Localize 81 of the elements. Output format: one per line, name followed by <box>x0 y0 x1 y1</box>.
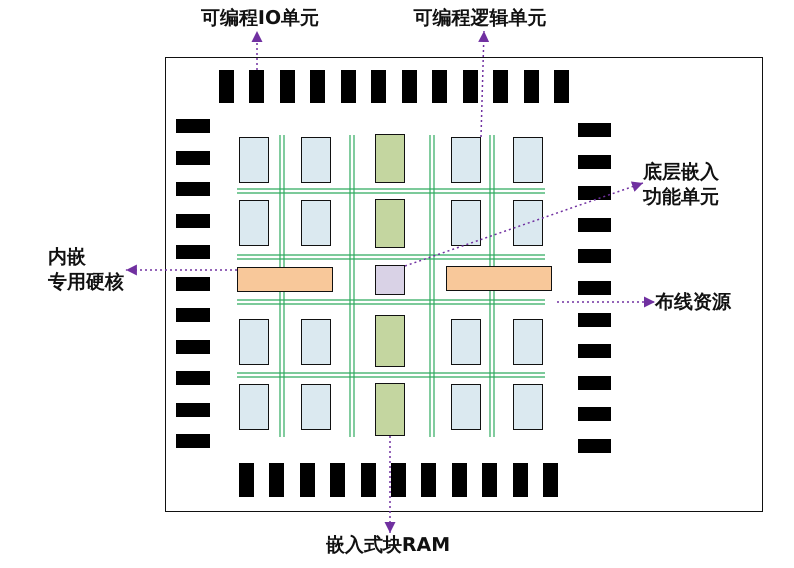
callout-label: 内嵌专用硬核 <box>48 245 126 295</box>
io-pad <box>310 70 326 103</box>
hard-core-block <box>446 266 552 291</box>
io-pad <box>176 214 210 228</box>
io-pad <box>300 463 315 497</box>
logic-block <box>451 200 481 246</box>
callout-label: 可编程IO单元 <box>200 6 320 31</box>
io-pad <box>269 463 284 497</box>
io-pad <box>543 463 558 497</box>
logic-block <box>301 200 331 246</box>
ram-block <box>375 134 405 183</box>
logic-block <box>451 384 481 430</box>
io-pad <box>371 70 386 103</box>
io-pad <box>524 70 538 103</box>
io-pad <box>391 463 406 497</box>
logic-block <box>513 137 543 183</box>
logic-block <box>513 319 543 365</box>
io-pad <box>176 371 210 385</box>
io-pad <box>578 218 611 232</box>
leader-arrow <box>557 296 655 308</box>
io-pad <box>578 312 611 327</box>
io-pad <box>176 308 210 322</box>
logic-block <box>301 137 331 183</box>
io-pad <box>176 182 210 196</box>
io-pad <box>176 276 210 290</box>
io-pad <box>578 154 611 169</box>
io-pad <box>176 150 210 164</box>
ram-block <box>375 383 405 436</box>
io-pad <box>249 70 264 103</box>
io-pad <box>340 70 356 103</box>
io-pad <box>578 123 611 137</box>
io-pad <box>554 70 569 103</box>
logic-block <box>451 319 481 365</box>
callout-label: 嵌入式块RAM <box>326 533 450 558</box>
io-pad <box>239 463 254 497</box>
leader-arrow <box>384 436 396 533</box>
leader-arrow <box>252 31 262 70</box>
io-pad <box>176 434 210 448</box>
ram-block <box>375 199 405 248</box>
io-pad <box>421 463 436 497</box>
io-pad <box>360 463 376 497</box>
function-block <box>375 265 405 295</box>
io-pad <box>402 70 417 103</box>
ram-block <box>375 315 405 367</box>
callout-label: 底层嵌入功能单元 <box>643 160 721 210</box>
io-pad <box>578 439 611 453</box>
io-pad <box>330 463 346 497</box>
io-pad <box>176 245 210 259</box>
callout-label: 布线资源 <box>655 290 731 315</box>
logic-block <box>239 384 269 430</box>
chip-outline <box>165 57 763 512</box>
leader-arrow <box>478 30 490 138</box>
leader-arrow <box>404 181 644 267</box>
io-pad <box>219 70 234 103</box>
logic-block <box>301 384 331 430</box>
io-pad <box>176 119 210 133</box>
logic-block <box>451 137 481 183</box>
io-pad <box>578 186 611 200</box>
io-pad <box>462 70 478 103</box>
logic-block <box>239 319 269 365</box>
hard-core-block <box>237 267 333 292</box>
logic-block <box>513 384 543 430</box>
logic-block <box>239 200 269 246</box>
io-pad <box>493 70 508 103</box>
leader-arrow <box>126 264 237 276</box>
logic-block <box>301 319 331 365</box>
io-pad <box>578 376 611 390</box>
io-pad <box>432 70 448 103</box>
io-pad <box>176 402 210 416</box>
io-pad <box>578 344 611 358</box>
io-pad <box>482 463 498 497</box>
io-pad <box>176 340 210 354</box>
logic-block <box>513 200 543 246</box>
io-pad <box>578 281 611 295</box>
io-pad <box>452 463 467 497</box>
io-pad <box>578 249 611 264</box>
callout-label: 可编程逻辑单元 <box>414 6 546 31</box>
io-pad <box>512 463 528 497</box>
logic-block <box>239 137 269 183</box>
io-pad <box>280 70 295 103</box>
io-pad <box>578 407 611 422</box>
